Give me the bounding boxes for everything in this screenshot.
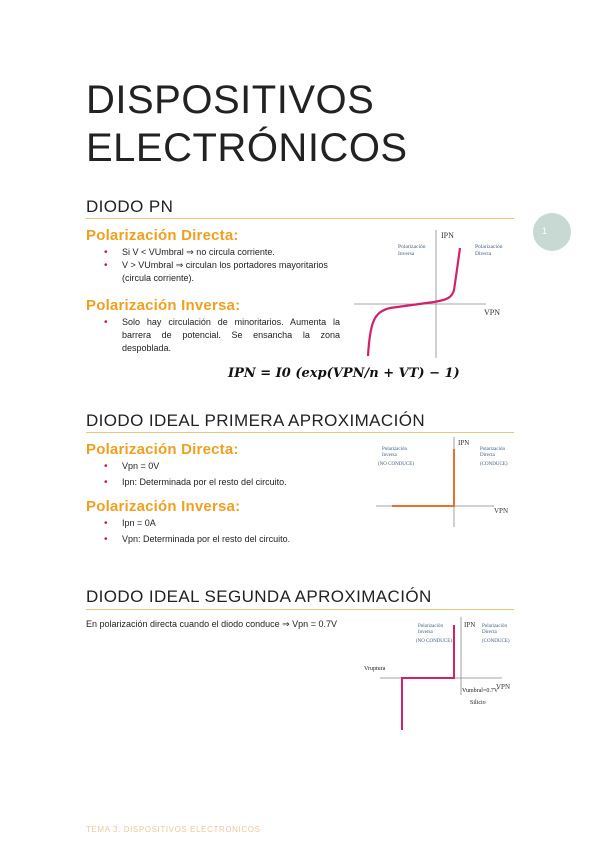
x-axis-label: VPN [496, 683, 510, 691]
x-axis-label: VPN [494, 507, 508, 515]
y-axis-label: IPN [441, 231, 454, 240]
ideal-characteristic [392, 449, 455, 507]
right-region-label: Polarización [480, 447, 505, 452]
right-region-label: (CONDUCE) [480, 462, 508, 467]
right-region-label: Directa [475, 251, 492, 257]
page-title-line-2: ELECTRÓNICOS [86, 126, 408, 170]
left-region-label: Polarización [382, 447, 407, 452]
section-divider [86, 218, 514, 219]
section-divider [86, 432, 514, 433]
ideal-diode-first-approx-graph: IPN VPN Polarización Inversa (NO CONDUCE… [376, 437, 508, 527]
section-divider [86, 609, 514, 610]
left-region-label: Inversa [418, 630, 433, 635]
left-region-label: (NO CONDUCE) [378, 462, 414, 467]
vruptura-label: Vruptura [364, 666, 386, 672]
right-region-label: Polarización [475, 244, 503, 250]
diode-iv-curve-graph: IPN VPN Polarización Inversa Polarizació… [354, 230, 503, 358]
section-heading-segunda-aprox: DIODO IDEAL SEGUNDA APROXIMACIÓN [86, 587, 432, 606]
x-axis-label: VPN [484, 308, 500, 317]
directa-list: Si V < VUmbral ⇒ no circula corriente. V… [100, 246, 340, 285]
vumbral-label: Vumbral=0.7V [462, 688, 499, 694]
left-region-label: Inversa [398, 251, 415, 257]
right-region-label: (CONDUCE) [482, 639, 510, 644]
left-region-label: Inversa [382, 453, 397, 458]
list-item: Ipn: Determinada por el resto del circui… [100, 476, 340, 489]
page-number-badge: 1 [533, 213, 571, 251]
list-item: Vpn = 0V [100, 460, 340, 473]
right-region-label: Polarización [482, 624, 507, 629]
iv-curve [366, 247, 462, 357]
left-region-label: (NO CONDUCE) [416, 639, 452, 644]
page-number: 1 [542, 226, 548, 236]
inversa-list: Solo hay circulación de minoritarios. Au… [100, 316, 340, 355]
subheading-inversa: Polarización Inversa: [86, 297, 241, 314]
left-region-label: Polarización [398, 244, 426, 250]
right-region-label: Directa [480, 453, 495, 458]
list-item: Solo hay circulación de minoritarios. Au… [100, 316, 340, 355]
inversa-list: Ipn = 0A Vpn: Determinada por el resto d… [100, 517, 340, 546]
directa-list: Vpn = 0V Ipn: Determinada por el resto d… [100, 460, 340, 489]
y-axis-label: IPN [458, 439, 469, 447]
material-label: Silicio [470, 700, 486, 706]
segunda-aprox-text: En polarización directa cuando el diodo … [86, 619, 337, 629]
section-heading-diodo-pn: DIODO PN [86, 197, 174, 216]
page-title-line-1: DISPOSITIVOS [86, 78, 375, 122]
subheading-directa: Polarización Directa: [86, 441, 239, 458]
list-item: V > VUmbral ⇒ circulan los portadores ma… [100, 259, 340, 285]
y-axis-label: IPN [464, 621, 475, 629]
ideal-diode-second-approx-graph: IPN VPN Polarización Inversa (NO CONDUCE… [364, 617, 510, 730]
section-heading-primera-aprox: DIODO IDEAL PRIMERA APROXIMACIÓN [86, 411, 426, 430]
diode-equation: IPN = I0 (exp(VPN/n + VT) − 1) [228, 366, 460, 381]
left-region-label: Polarización [418, 624, 443, 629]
page-footer: TEMA 3: DISPOSITIVOS ELECTRONICOS [86, 825, 261, 834]
right-region-label: Directa [482, 630, 497, 635]
second-approx-characteristic [401, 625, 455, 730]
list-item: Ipn = 0A [100, 517, 340, 530]
subheading-inversa: Polarización Inversa: [86, 498, 241, 515]
page-title: DISPOSITIVOS ELECTRÓNICOS [86, 76, 408, 172]
list-item: Si V < VUmbral ⇒ no circula corriente. [100, 246, 340, 259]
subheading-directa: Polarización Directa: [86, 227, 239, 244]
list-item: Vpn: Determinada por el resto del circui… [100, 533, 340, 546]
